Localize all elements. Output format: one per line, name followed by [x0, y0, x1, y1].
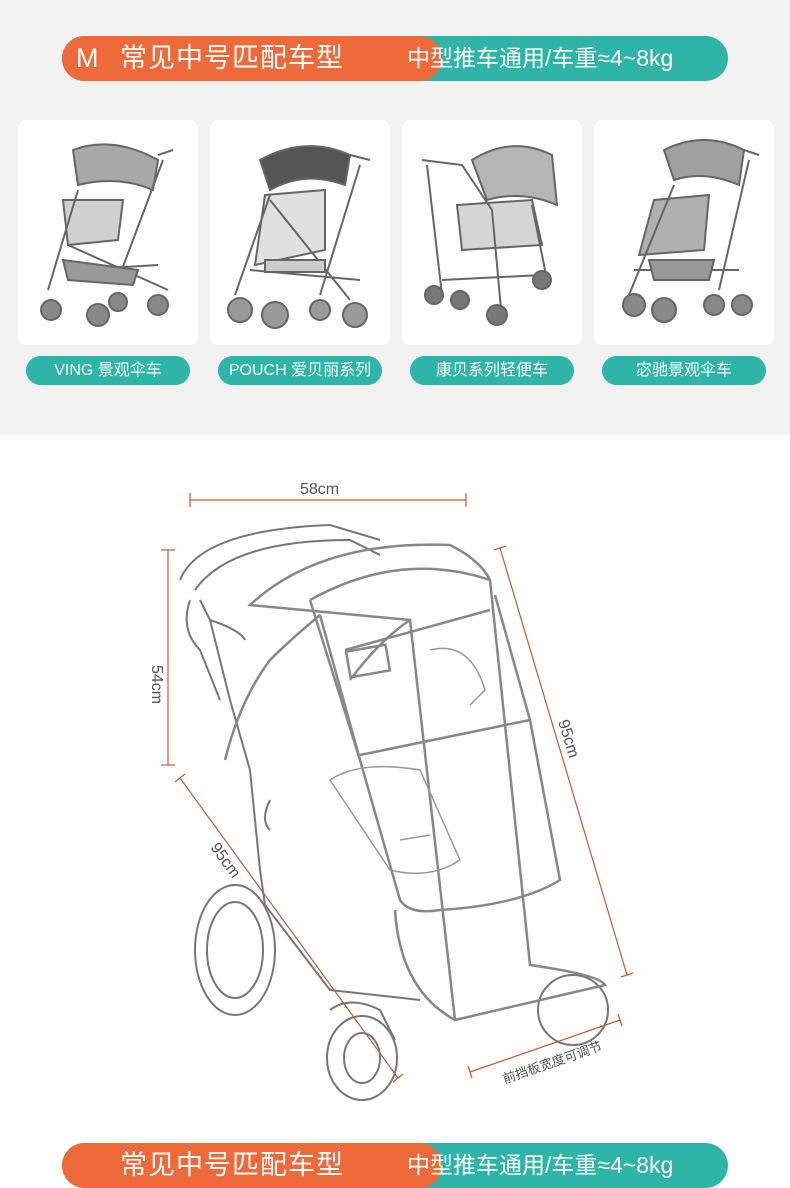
stroller-card-combi — [402, 120, 582, 345]
stroller-sketch-icon — [40, 143, 174, 327]
stroller-sketch-icon — [622, 139, 760, 323]
stroller-card-pouch — [210, 120, 390, 345]
stroller-sketch-icon — [227, 145, 371, 329]
size-header-bar: M 常见中号匹配车型 中型推车通用/车重≈4~8kg — [62, 36, 728, 81]
stroller-seat — [328, 647, 486, 875]
next-size-header-bar: 常见中号匹配车型 中型推车通用/车重≈4~8kg — [62, 1143, 728, 1188]
next-header-subtitle: 中型推车通用/车重≈4~8kg — [407, 1152, 674, 1178]
header-title: 常见中号匹配车型 — [120, 43, 344, 73]
stroller-card-ving — [18, 120, 198, 345]
next-header-title: 常见中号匹配车型 — [120, 1150, 344, 1180]
stroller-card-micchi — [594, 120, 774, 345]
stroller-label-pill: 宓驰景观伞车 — [602, 356, 766, 385]
width-dimension-label: 58cm — [300, 481, 340, 498]
stroller-label-pill: 康贝系列轻便车 — [410, 356, 574, 385]
dimension-lines — [161, 493, 634, 1083]
stroller-sketch-icon — [421, 145, 559, 326]
stroller-label-pill: POUCH 爱贝丽系列 — [218, 356, 382, 385]
header-subtitle: 中型推车通用/车重≈4~8kg — [407, 45, 674, 71]
height-dimension-label: 54cm — [148, 665, 165, 705]
stroller-outline — [179, 523, 609, 1101]
rain-cover-dimension-diagram — [161, 493, 634, 1101]
stroller-label-pill: VING 景观伞车 — [26, 356, 190, 385]
size-letter: M — [76, 43, 99, 73]
rain-cover-frame — [223, 543, 607, 1022]
